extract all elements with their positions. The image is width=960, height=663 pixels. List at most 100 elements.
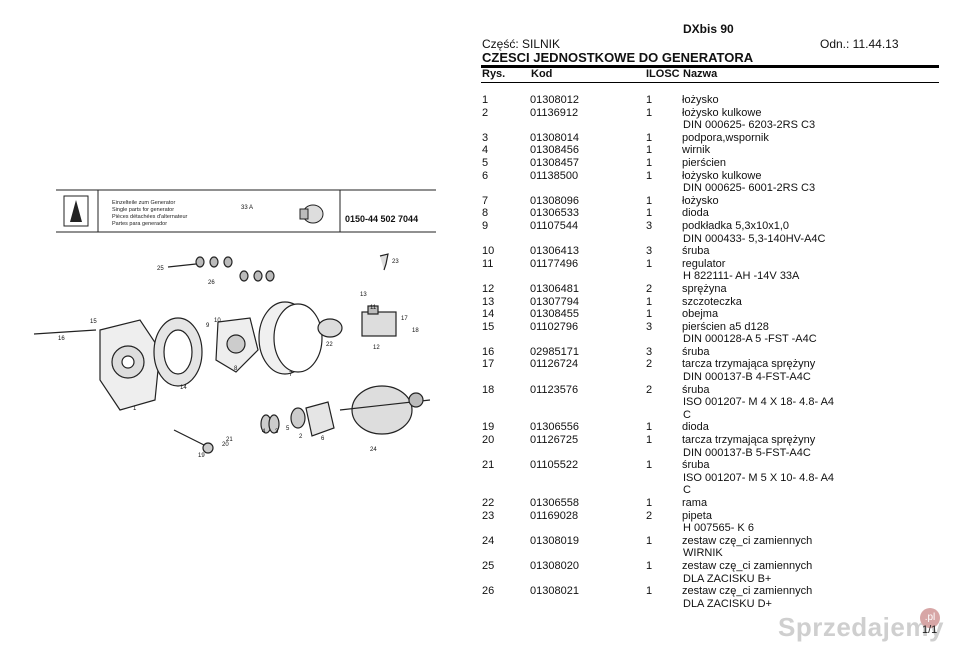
kod-cell: 01308012 bbox=[530, 94, 579, 106]
kod-cell: 01126724 bbox=[530, 358, 579, 371]
nazwa-cell: podpora,wspornik bbox=[682, 132, 844, 145]
nazwa-line: pierścien bbox=[682, 156, 727, 169]
kod-cell: 01308096 bbox=[530, 194, 579, 207]
kod-cell: 01308457 bbox=[530, 156, 579, 169]
drawing-code: 0150-44 502 7044 bbox=[345, 214, 419, 224]
rys-cell: 6 bbox=[482, 169, 489, 182]
nazwa-line: dioda bbox=[682, 421, 709, 434]
part-label: 1 bbox=[133, 406, 137, 412]
kod-cell: 01308455 bbox=[530, 308, 579, 321]
nazwa-line: zestaw czę_ci zamiennych bbox=[682, 534, 813, 547]
ilosc-cell: 1 bbox=[646, 94, 653, 106]
kod-cell: 01308019 bbox=[530, 534, 579, 547]
kod-cell: 01123576 bbox=[530, 383, 579, 396]
nazwa-line: łożysko bbox=[682, 194, 719, 207]
part-label: 12 bbox=[373, 345, 380, 351]
alternator-thumbnail bbox=[299, 204, 324, 224]
part-label: 9 bbox=[206, 323, 210, 329]
part-label: 11 bbox=[370, 305, 377, 311]
nazwa-line: DLA ZACISKU D+ bbox=[683, 597, 772, 610]
kod-cell: 01306556 bbox=[530, 421, 579, 434]
rys-cell: 19 bbox=[482, 421, 495, 434]
nazwa-line: regulator bbox=[682, 257, 726, 270]
ilosc-cell: 1 bbox=[646, 156, 653, 169]
nazwa-line: sprężyna bbox=[682, 282, 727, 295]
nazwa-line: DIN 000137-B 5-FST-A4C bbox=[683, 446, 811, 459]
nazwa-line: ISO 001207- M 4 X 18- 4.8- A4 bbox=[683, 396, 835, 409]
nazwa-cell: wirnik bbox=[682, 144, 844, 157]
ilosc-cell: 2 bbox=[646, 509, 653, 522]
drawing-header-line: Single parts for generator bbox=[112, 207, 175, 213]
kod-cell: 02985171 bbox=[530, 345, 579, 358]
kod-cell: 01308014 bbox=[530, 131, 579, 144]
rys-cell: 26 bbox=[482, 585, 495, 598]
pipette-part-23 bbox=[379, 253, 389, 271]
nazwa-line: śruba bbox=[682, 245, 710, 258]
ilosc-cell: 1 bbox=[646, 131, 653, 144]
kod-cell: 01105522 bbox=[530, 459, 579, 472]
nazwa-line: łożysko kulkowe bbox=[682, 106, 762, 119]
nazwa-line: tarcza trzymająca sprężyny bbox=[682, 434, 816, 447]
kod-cell: 01126725 bbox=[530, 434, 579, 447]
ilosc-cell: 1 bbox=[646, 194, 653, 207]
end-shield-part-7 bbox=[258, 301, 323, 375]
part-label: 23 bbox=[392, 259, 399, 265]
part-label: 25 bbox=[157, 266, 164, 272]
rys-cell: 10 bbox=[482, 245, 495, 258]
rys-cell: 16 bbox=[482, 345, 495, 358]
terminal-kit-parts-25-26 bbox=[167, 256, 275, 282]
ilosc-cell: 1 bbox=[646, 585, 653, 598]
nazwa-cell: szczoteczka bbox=[682, 296, 844, 309]
rys-cell: 14 bbox=[482, 308, 495, 321]
ilosc-cell: 1 bbox=[646, 295, 653, 308]
nazwa-cell: pierścien bbox=[682, 157, 844, 170]
kod-cell: 01177496 bbox=[530, 257, 579, 270]
nazwa-line: dioda bbox=[682, 207, 709, 220]
kod-cell: 01138500 bbox=[530, 169, 579, 182]
kod-cell: 01107544 bbox=[530, 219, 579, 232]
rys-cell: 7 bbox=[482, 194, 489, 207]
rys-cell: 9 bbox=[482, 219, 489, 232]
nazwa-line: DIN 000137-B 4-FST-A4C bbox=[683, 371, 811, 384]
header-rule-top bbox=[481, 65, 939, 68]
nazwa-cell: dioda bbox=[682, 207, 844, 220]
ilosc-cell: 1 bbox=[646, 207, 653, 220]
part-label: 4 bbox=[262, 429, 266, 435]
part-label: 13 bbox=[360, 292, 367, 298]
rys-cell: 4 bbox=[482, 144, 489, 157]
drawing-header-line: Einzelteile zum Generator bbox=[112, 200, 176, 206]
ilosc-cell: 3 bbox=[646, 345, 653, 358]
nazwa-line: podkładka 5,3x10x1,0 bbox=[682, 219, 790, 232]
ilosc-cell: 3 bbox=[646, 219, 653, 232]
ilosc-cell: 1 bbox=[646, 106, 653, 119]
ilosc-cell: 2 bbox=[646, 282, 653, 295]
rys-cell: 24 bbox=[482, 534, 495, 547]
nazwa-line: C bbox=[683, 484, 691, 497]
nazwa-line: łożysko kulkowe bbox=[682, 169, 762, 182]
rys-cell: 3 bbox=[482, 131, 489, 144]
ilosc-cell: 3 bbox=[646, 245, 653, 258]
part-label: 19 bbox=[198, 453, 205, 459]
nazwa-line: obejma bbox=[682, 308, 719, 321]
part-label: 24 bbox=[370, 447, 377, 453]
nazwa-line: DIN 000625- 6203-2RS C3 bbox=[683, 119, 816, 132]
rys-cell: 1 bbox=[482, 94, 489, 106]
ilosc-cell: 1 bbox=[646, 144, 653, 157]
part-label: 3 bbox=[275, 429, 279, 435]
ilosc-cell: 1 bbox=[646, 308, 653, 321]
nazwa-line: śruba bbox=[682, 459, 710, 472]
part-label: 8 bbox=[234, 366, 238, 372]
